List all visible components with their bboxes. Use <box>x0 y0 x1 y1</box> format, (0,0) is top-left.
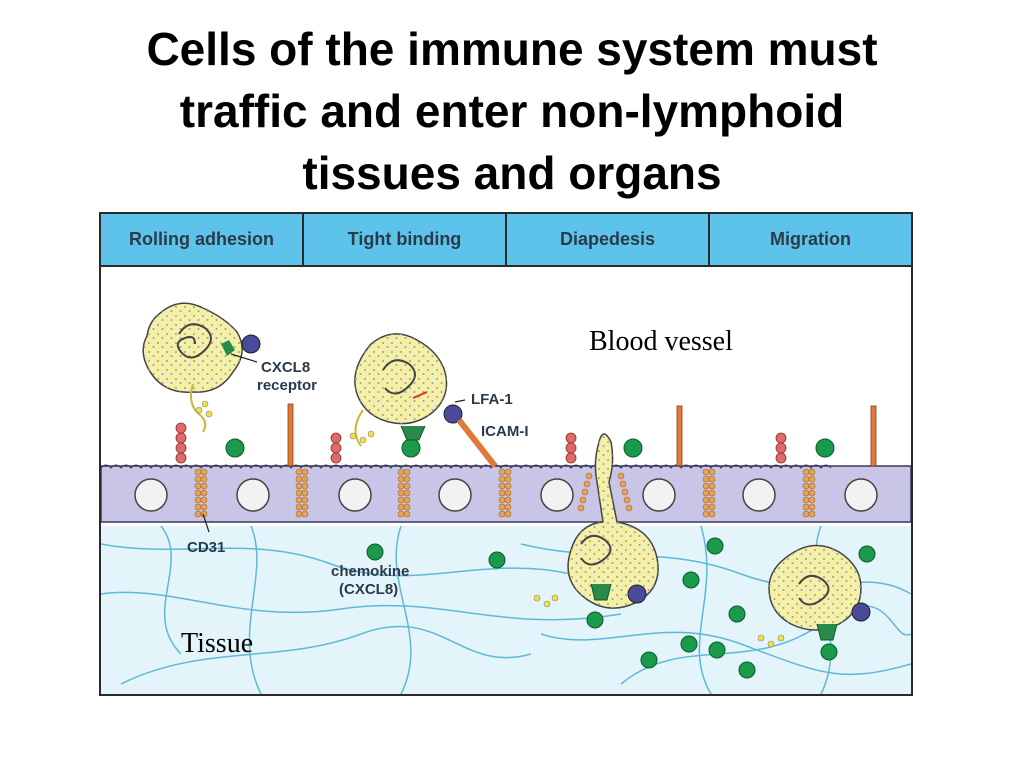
chemokine-label-line2: (CXCL8) <box>339 581 398 598</box>
nucleus <box>134 478 168 512</box>
stage-diapedesis: Diapedesis <box>507 214 710 265</box>
stage-rolling-adhesion: Rolling adhesion <box>101 214 304 265</box>
lfa1-label: LFA-1 <box>471 391 513 408</box>
diagram-canvas: CXCL8 receptor LFA-1 ICAM-I CD31 chemoki… <box>101 302 911 694</box>
cd31-junction <box>194 468 208 518</box>
slide-title: Cells of the immune system must traffic … <box>40 18 984 204</box>
glycocalyx <box>101 464 832 469</box>
leukocyte-diapedesis <box>533 433 659 609</box>
nucleus <box>236 478 270 512</box>
stage-tight-binding: Tight binding <box>304 214 507 265</box>
cd31-junctions <box>194 468 816 518</box>
tissue-label: Tissue <box>181 628 253 659</box>
nucleus <box>438 478 472 512</box>
icam-rod <box>287 403 877 467</box>
surface-chemokine <box>225 438 835 458</box>
nucleus <box>742 478 776 512</box>
cd31-junction <box>802 468 816 518</box>
stage-migration: Migration <box>770 229 851 249</box>
title-line-2: traffic and enter non-lymphoid <box>179 85 845 137</box>
cd31-junction <box>702 468 716 518</box>
nucleus <box>338 478 372 512</box>
nucleus <box>540 478 574 512</box>
selectin <box>175 422 787 464</box>
leukocyte-rolling <box>142 302 261 433</box>
stage-header: Rolling adhesion Tight binding Diapedesi… <box>101 214 911 267</box>
cd31-junction-open <box>577 472 633 512</box>
cd31-junction <box>397 468 411 518</box>
leukocyte-tight-binding <box>349 333 498 468</box>
cd31-junction <box>498 468 512 518</box>
title-line-1: Cells of the immune system must <box>146 23 878 75</box>
connective-tissue-fibers <box>101 525 911 694</box>
title-line-3: tissues and organs <box>302 147 722 199</box>
cxcl8-receptor-label-line2: receptor <box>257 377 317 394</box>
leukocyte-extravasation-figure: CXCL8 receptor LFA-1 ICAM-I CD31 chemoki… <box>99 212 913 696</box>
blood-vessel-label: Blood vessel <box>589 326 733 357</box>
icam1-label: ICAM-I <box>481 423 529 440</box>
tissue-chemokines <box>366 537 876 679</box>
cd31-label: CD31 <box>187 539 225 556</box>
nucleus <box>642 478 676 512</box>
leukocyte-migration <box>757 544 871 648</box>
label-pointers <box>202 353 466 533</box>
nucleus <box>844 478 878 512</box>
chemokine-label-line1: chemokine <box>331 563 409 580</box>
cxcl8-receptor-label-line1: CXCL8 <box>261 359 310 376</box>
cd31-junction <box>295 468 309 518</box>
endothelial-surface-molecules <box>175 403 877 467</box>
